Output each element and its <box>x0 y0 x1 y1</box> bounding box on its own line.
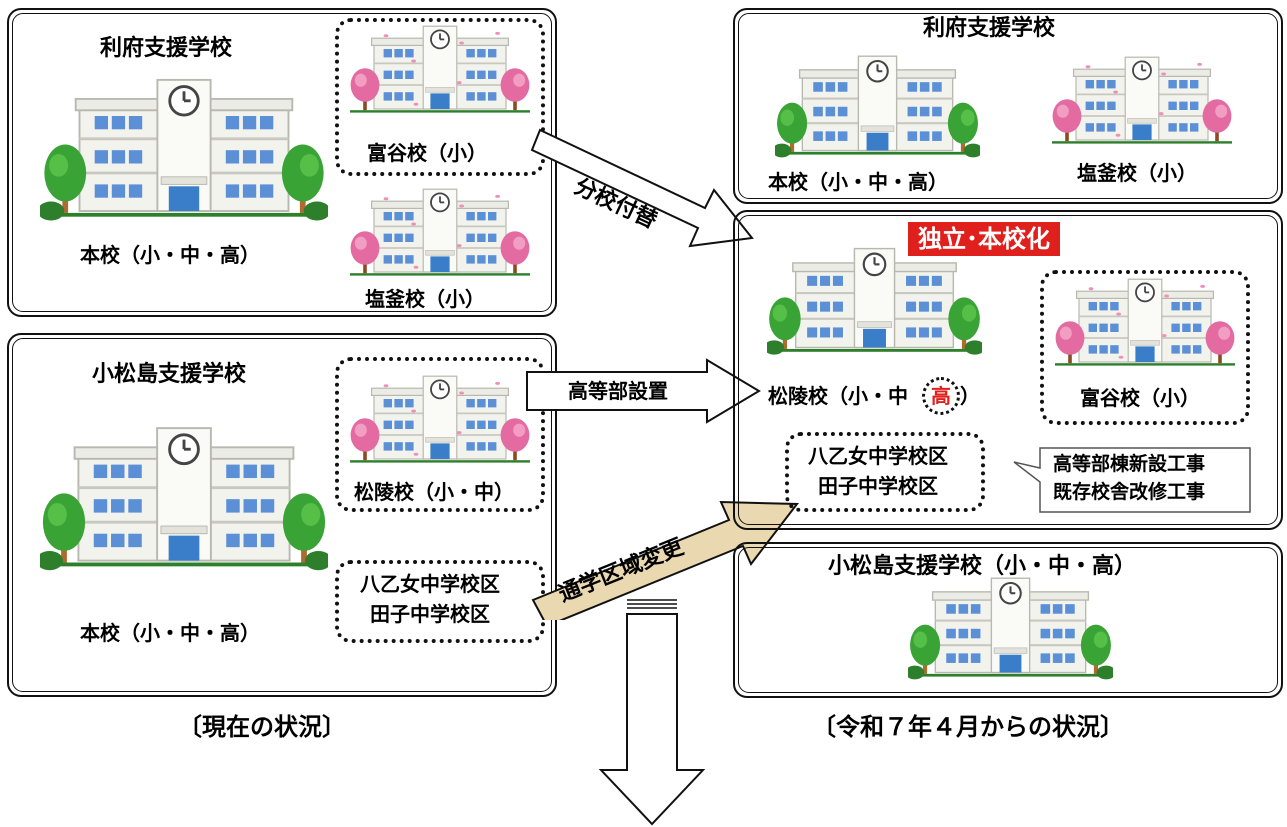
current-komatsushima-panel <box>7 333 557 697</box>
shoryo-label: 松陵校（小・中高） <box>768 377 980 415</box>
current-district-2: 田子中学校区 <box>370 602 490 626</box>
current-shoryo-label: 松陵校（小・中） <box>354 480 514 504</box>
future-rifu-title: 利府支援学校 <box>923 16 1056 41</box>
current-district-1: 八乙女中学校区 <box>360 572 500 596</box>
school-building-icon <box>1055 276 1235 376</box>
school-building-icon <box>1052 54 1232 154</box>
school-building-icon <box>350 25 530 121</box>
branch-transfer-arrow <box>530 128 754 248</box>
current-shoryo-box <box>335 357 545 512</box>
future-district-2: 田子中学校区 <box>818 474 938 498</box>
school-building-icon <box>767 242 982 367</box>
current-tomiya-box <box>335 18 545 176</box>
shoryo-label-prefix: 松陵校（小・中 <box>768 384 908 408</box>
construction-note-2: 既存校舎改修工事 <box>1053 481 1206 503</box>
current-komatsushima-title: 小松島支援学校 <box>92 362 247 387</box>
high-school-setup-label: 高等部設置 <box>568 379 668 403</box>
future-caption: 〔令和７年４月からの状況〕 <box>812 713 1124 741</box>
future-shiogama-label: 塩釜校（小） <box>1077 161 1197 185</box>
school-building-icon <box>350 375 530 471</box>
current-rifu-panel <box>7 8 557 317</box>
current-rifu-title: 利府支援学校 <box>100 36 233 61</box>
construction-callout <box>1013 447 1251 513</box>
shoryo-label-suffix: ） <box>960 384 980 408</box>
shoryo-high-marker: 高 <box>922 377 960 415</box>
school-building-icon <box>40 418 328 588</box>
independent-badge: 独立･本校化 <box>908 222 1060 256</box>
future-tomiya-label: 富谷校（小） <box>1080 386 1200 410</box>
future-rifu-main-label: 本校（小・中・高） <box>768 170 948 194</box>
current-tomiya-label: 富谷校（小） <box>367 141 487 165</box>
future-district-box <box>785 432 985 512</box>
current-komatsushima-main-label: 本校（小・中・高） <box>80 621 260 645</box>
current-caption: 〔現在の状況〕 <box>178 713 346 741</box>
school-building-icon <box>908 574 1113 689</box>
future-rifu-panel <box>733 8 1283 204</box>
future-komatsushima-title: 小松島支援学校（小・中・高） <box>828 554 1137 579</box>
district-change-arrow <box>531 500 799 620</box>
down-arrow <box>598 599 706 826</box>
future-komatsushima-panel <box>733 542 1283 698</box>
school-building-icon <box>40 78 328 230</box>
future-independent-panel <box>733 210 1283 530</box>
construction-note-1: 高等部棟新設工事 <box>1053 453 1206 475</box>
future-tomiya-box <box>1040 270 1250 425</box>
school-building-icon <box>775 52 980 167</box>
future-district-1: 八乙女中学校区 <box>808 444 948 468</box>
current-rifu-main-label: 本校（小・中・高） <box>80 243 260 267</box>
current-shiogama-label: 塩釜校（小） <box>365 287 485 311</box>
